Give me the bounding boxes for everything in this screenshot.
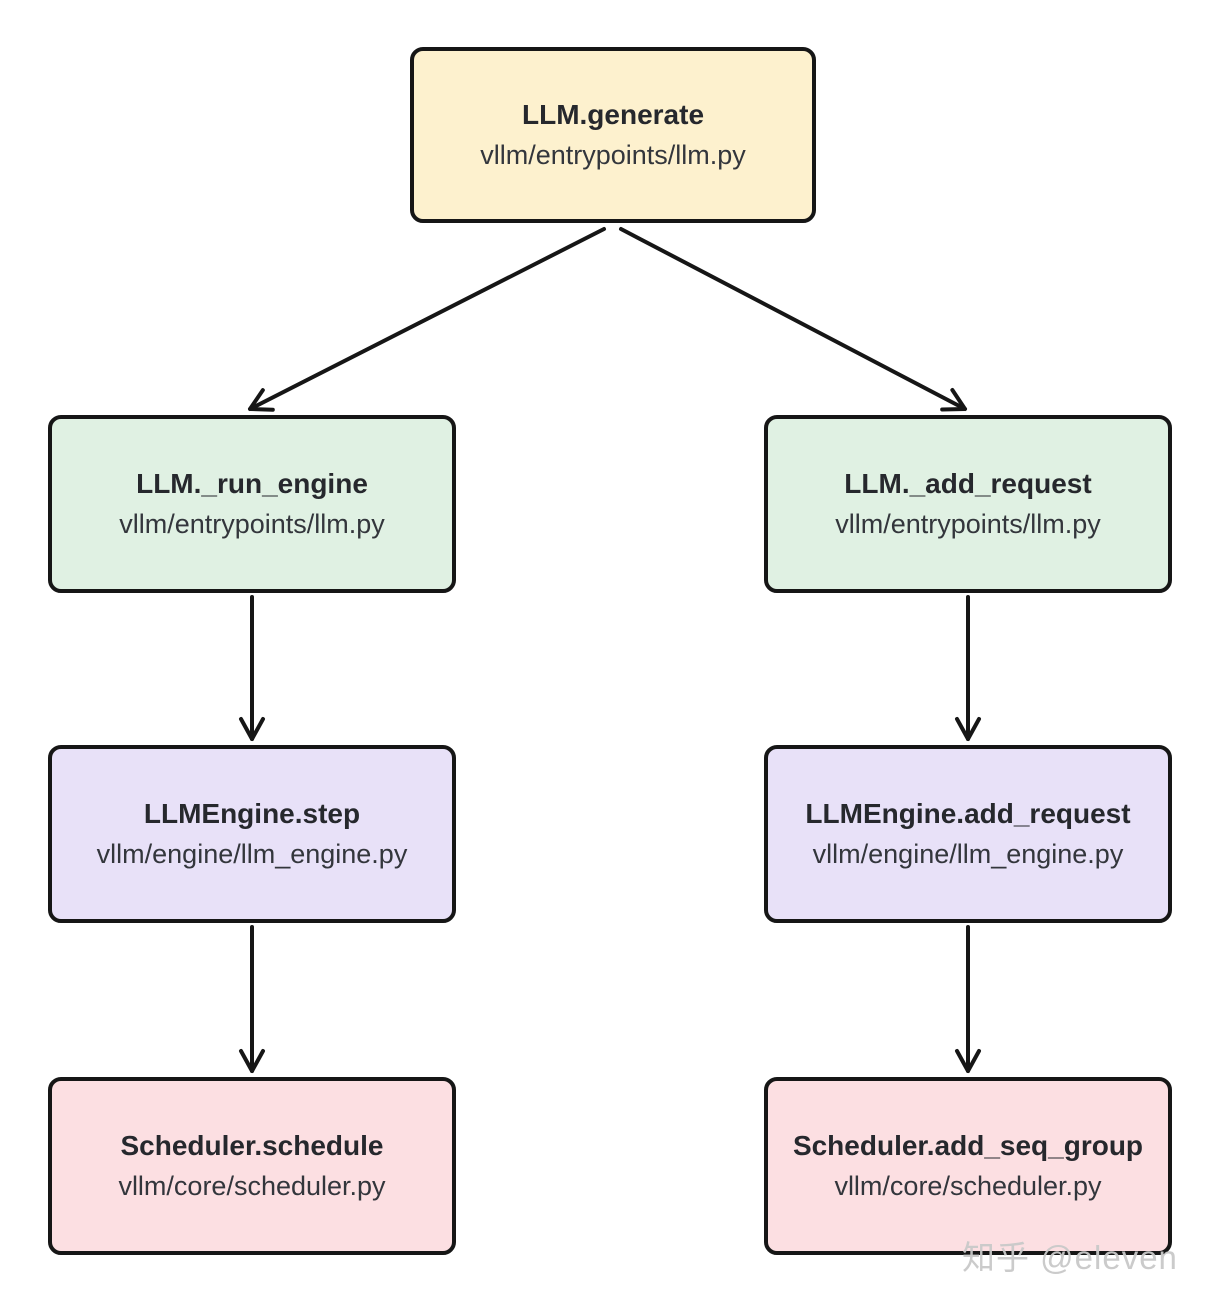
edge-generate-to-run-engine [247,227,606,412]
node-file-path: vllm/engine/llm_engine.py [812,839,1124,870]
node-file-path: vllm/core/scheduler.py [834,1171,1102,1202]
node-title: Scheduler.add_seq_group [792,1130,1144,1161]
node-scheduler-schedule: Scheduler.schedule vllm/core/scheduler.p… [48,1077,456,1255]
node-title: LLMEngine.add_request [805,798,1131,829]
node-llm-add-request: LLM._add_request vllm/entrypoints/llm.py [764,415,1172,593]
node-file-path: vllm/entrypoints/llm.py [119,509,385,540]
node-title: LLMEngine.step [143,798,361,829]
node-scheduler-add-seq-group: Scheduler.add_seq_group vllm/core/schedu… [764,1077,1172,1255]
node-llmengine-step: LLMEngine.step vllm/engine/llm_engine.py [48,745,456,923]
node-title: Scheduler.schedule [120,1130,384,1161]
edge-generate-to-add-request [619,227,967,412]
node-file-path: vllm/core/scheduler.py [118,1171,386,1202]
node-llm-generate: LLM.generate vllm/entrypoints/llm.py [410,47,816,223]
node-file-path: vllm/engine/llm_engine.py [96,839,408,870]
node-file-path: vllm/entrypoints/llm.py [480,140,746,171]
node-title: LLM._add_request [844,468,1092,499]
node-file-path: vllm/entrypoints/llm.py [835,509,1101,540]
node-title: LLM._run_engine [136,468,368,499]
node-llm-run-engine: LLM._run_engine vllm/entrypoints/llm.py [48,415,456,593]
node-llmengine-add-request: LLMEngine.add_request vllm/engine/llm_en… [764,745,1172,923]
watermark: 知乎 @eleven [962,1239,1178,1276]
node-title: LLM.generate [521,99,705,130]
